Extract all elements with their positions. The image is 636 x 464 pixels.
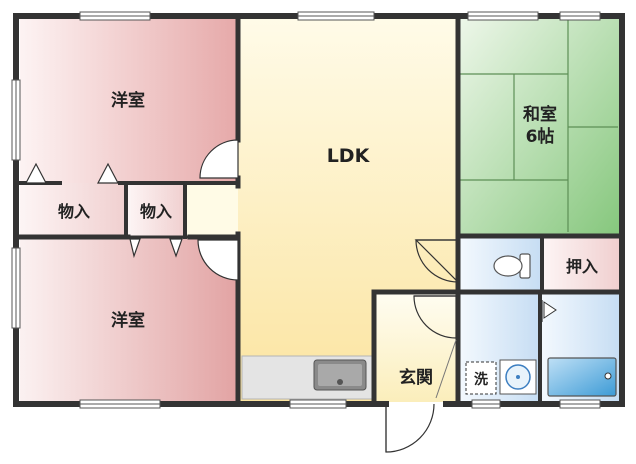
western-room-bottom-label: 洋室: [111, 310, 145, 331]
entrance-label: 玄関: [399, 367, 433, 388]
ldk-label: LDK: [327, 145, 371, 167]
bathtub-icon: [547, 357, 617, 397]
kitchen-sink: [313, 359, 367, 391]
western-room-top-label: 洋室: [111, 90, 145, 111]
laundry-spot: [465, 361, 497, 395]
oshiire-fill: [542, 238, 620, 290]
door-western-bottom: [197, 239, 239, 281]
washitsu-fill: [458, 18, 620, 234]
washbasin-icon: [499, 359, 537, 395]
storage-left-label: 物入: [58, 202, 90, 221]
window-lines: [15, 15, 600, 405]
washitsu-label-line2: 6帖: [526, 126, 555, 147]
hall-fill: [185, 183, 240, 237]
bath-door-marker: [543, 301, 557, 319]
storage-center-fill: [128, 183, 185, 237]
western-room-bottom-fill: [20, 237, 238, 402]
entrance-step: [435, 339, 457, 399]
front-door: [385, 403, 435, 453]
oshiire-label: 押入: [566, 257, 598, 276]
door-entrance-interior: [413, 295, 457, 339]
western-room-top-fill: [20, 18, 238, 183]
laundry-label: 洗: [474, 371, 488, 388]
door-western-top: [199, 139, 239, 179]
closet-door-markers: [25, 162, 183, 259]
storage-left-fill: [20, 183, 128, 237]
storage-center-label: 物入: [140, 202, 172, 221]
tatami-lines: [460, 20, 618, 232]
washitsu-label-line1: 和室: [523, 104, 557, 125]
toilet-icon: [493, 253, 531, 279]
doors: [197, 139, 543, 453]
